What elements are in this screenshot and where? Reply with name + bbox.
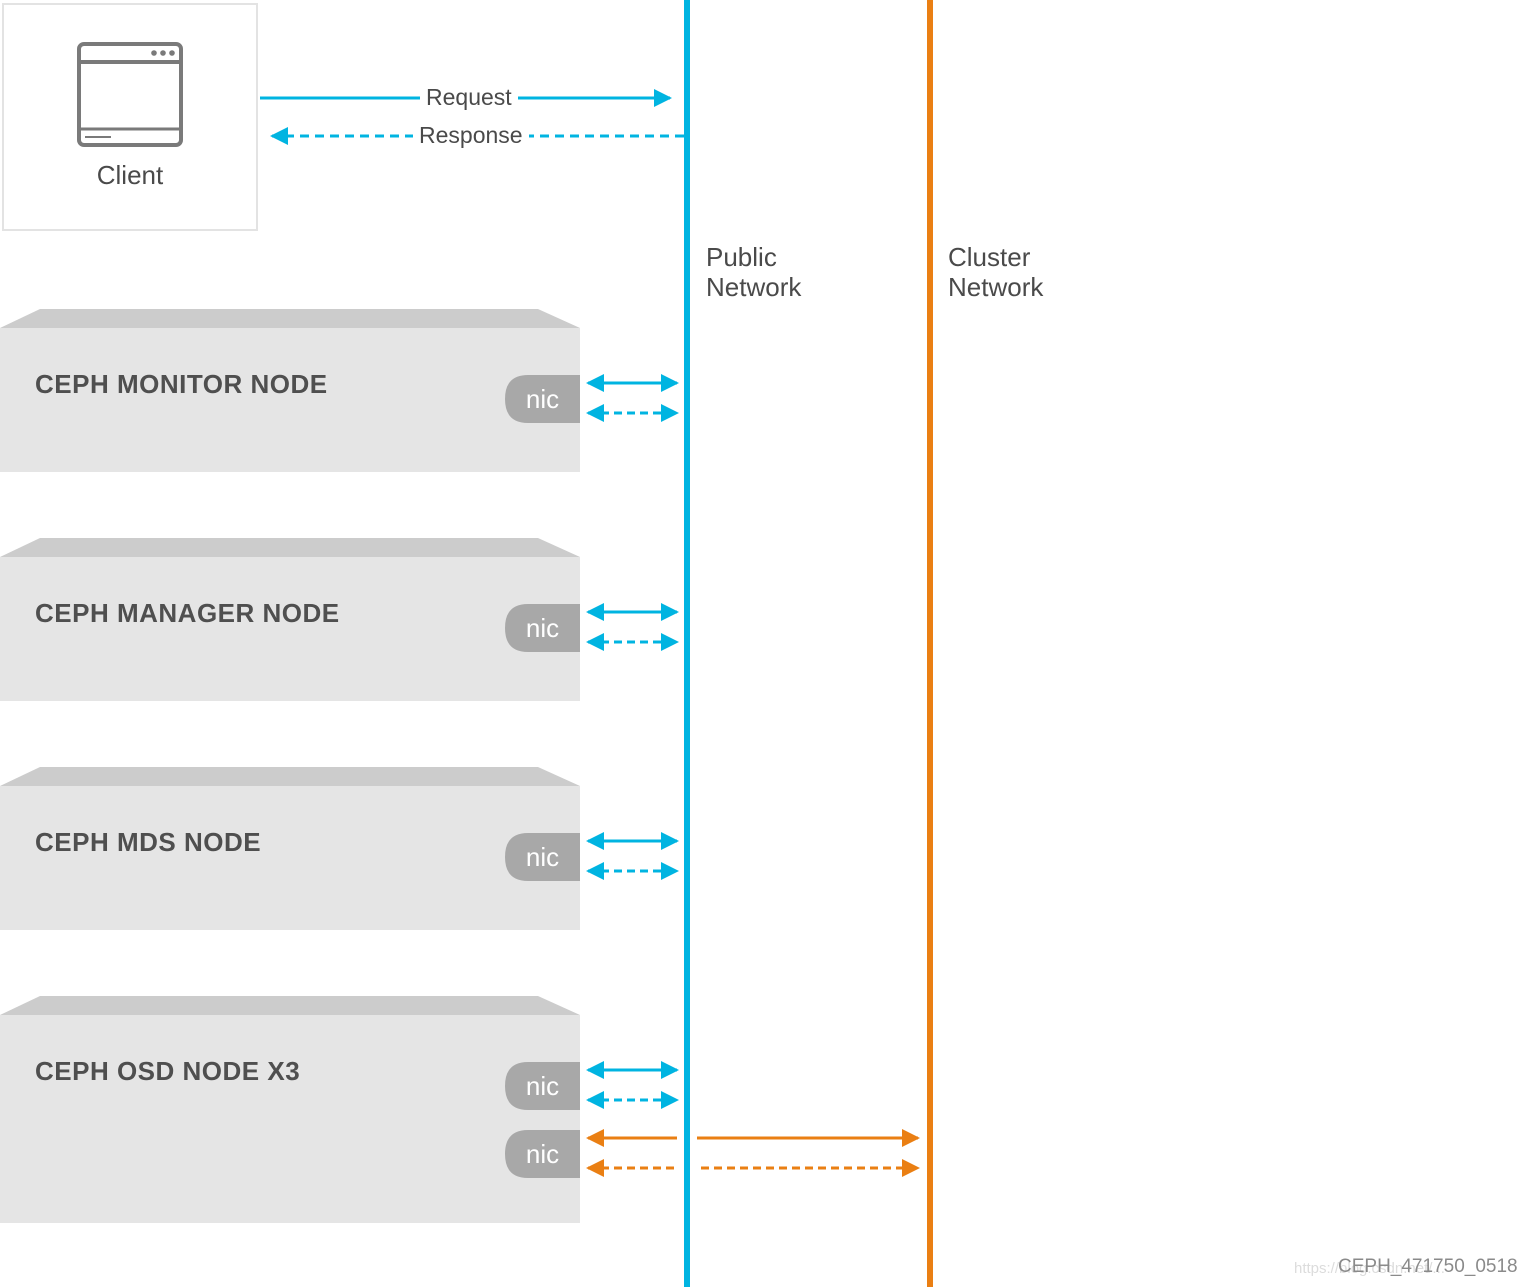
nic-tab-osd-public: [505, 1062, 580, 1110]
nic-label-osd-cluster: nic: [525, 1139, 560, 1169]
manager-node-title: CEPH MANAGER NODE: [35, 598, 340, 628]
request-label: Request: [420, 84, 518, 111]
osd-node-title: CEPH OSD NODE X3: [35, 1056, 301, 1086]
client-label: Client: [96, 160, 164, 190]
nic-tab-monitor: [505, 375, 580, 423]
public-network-label: Public Network: [706, 242, 802, 302]
node-box-monitor: [0, 309, 580, 472]
osd-cluster-arrows: [586, 1129, 920, 1177]
node-box-mds: [0, 767, 580, 930]
node-box-manager: [0, 538, 580, 701]
nic-label-osd-public: nic: [525, 1071, 560, 1101]
osd-public-arrows: [586, 1061, 679, 1109]
client-box: [2, 3, 258, 231]
cluster-network-label: Cluster Network: [948, 242, 1044, 302]
mds-node-title: CEPH MDS NODE: [35, 827, 262, 857]
browser-window-icon: [77, 42, 183, 147]
monitor-node-title: CEPH MONITOR NODE: [35, 369, 328, 399]
watermark-url: https://blog.csdn.net/...: [1294, 1260, 1445, 1277]
nic-label-monitor: nic: [525, 384, 560, 414]
mds-public-arrows: [586, 832, 679, 880]
nic-tab-manager: [505, 604, 580, 652]
nic-label-mds: nic: [525, 842, 560, 872]
nic-label-manager: nic: [525, 613, 560, 643]
nic-tab-osd-cluster: [505, 1130, 580, 1178]
nic-tab-mds: [505, 833, 580, 881]
watermark-code: CEPH_471750_0518: [1338, 1256, 1518, 1277]
manager-public-arrows: [586, 603, 679, 651]
monitor-public-arrows: [586, 374, 679, 422]
response-label: Response: [413, 122, 529, 149]
node-box-osd: [0, 996, 580, 1223]
